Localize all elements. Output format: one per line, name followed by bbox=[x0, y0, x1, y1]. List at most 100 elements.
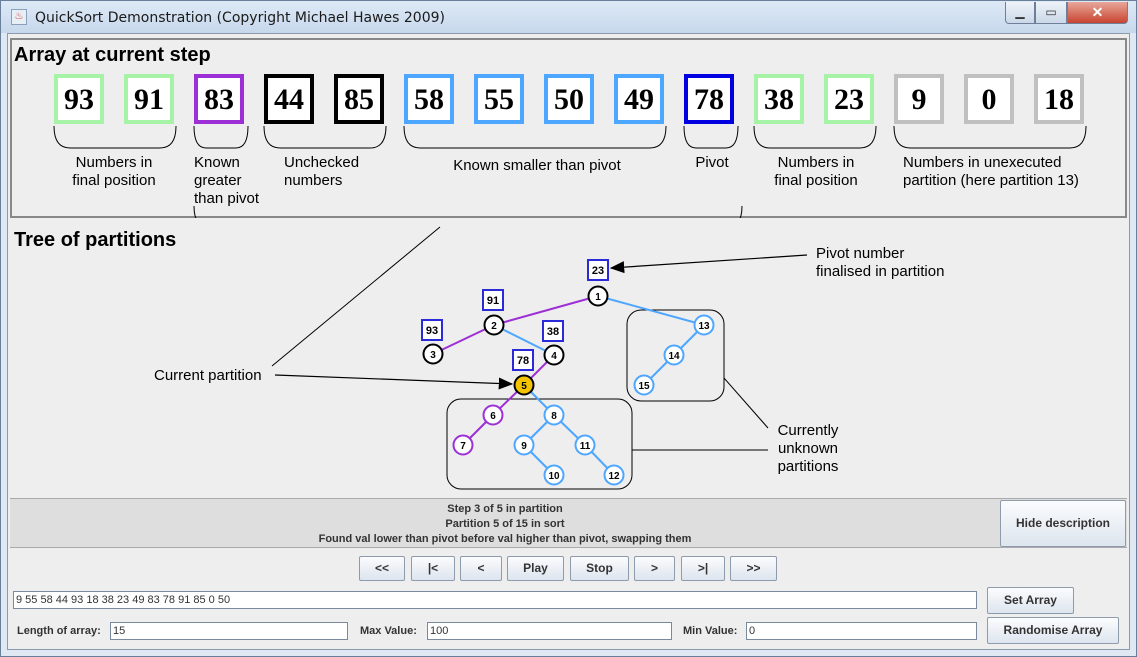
pivot-value-box: 91 bbox=[482, 289, 504, 311]
array-brackets bbox=[53, 125, 1087, 229]
tree-node: 12 bbox=[603, 464, 625, 486]
array-cell: 55 bbox=[474, 74, 524, 124]
minimize-button[interactable]: ▁ bbox=[1005, 2, 1035, 24]
array-cell: 85 bbox=[334, 74, 384, 124]
svg-text:5: 5 bbox=[521, 381, 527, 392]
stop-button[interactable]: Stop bbox=[570, 556, 629, 581]
annotation-pivot-2: finalised in partition bbox=[816, 263, 945, 280]
tree-edge bbox=[432, 324, 495, 355]
close-button[interactable]: ✕ bbox=[1067, 2, 1128, 24]
tree-node: 11 bbox=[574, 434, 596, 456]
svg-text:10: 10 bbox=[548, 471, 560, 482]
annotation-unknown-3: partitions bbox=[777, 458, 839, 475]
pivot-value-box: 93 bbox=[421, 319, 443, 341]
play-button[interactable]: Play bbox=[507, 556, 564, 581]
svg-text:91: 91 bbox=[487, 295, 499, 307]
svg-text:9: 9 bbox=[521, 441, 527, 452]
annotation-pivot-1: Pivot number bbox=[816, 245, 905, 262]
array-cell: 23 bbox=[824, 74, 874, 124]
tree-node: 10 bbox=[543, 464, 565, 486]
label-unexecuted-2: partition (here partition 13) bbox=[903, 172, 1079, 189]
label-unchecked-1: Unchecked bbox=[284, 154, 360, 171]
label-greater-1: Known bbox=[194, 154, 240, 171]
tree-node: 6 bbox=[482, 404, 504, 426]
svg-text:6: 6 bbox=[490, 411, 496, 422]
set-array-button[interactable]: Set Array bbox=[987, 587, 1074, 614]
min-value-field[interactable]: 0 bbox=[746, 622, 977, 640]
tree-node: 1 bbox=[587, 285, 609, 307]
length-label: Length of array: bbox=[17, 625, 101, 637]
label-unexecuted-1: Numbers in unexecuted bbox=[903, 154, 1062, 171]
tree-node: 7 bbox=[452, 434, 474, 456]
hide-description-button[interactable]: Hide description bbox=[1000, 500, 1126, 547]
tree-node: 4 bbox=[543, 344, 565, 366]
label-pivot: Pivot bbox=[695, 154, 729, 171]
unknown-callout-line-1 bbox=[723, 377, 769, 429]
bracket-greater bbox=[193, 125, 249, 149]
array-cell: 38 bbox=[754, 74, 804, 124]
min-value-label: Min Value: bbox=[683, 625, 738, 637]
label-unchecked-2: numbers bbox=[284, 172, 343, 189]
svg-text:14: 14 bbox=[668, 351, 680, 362]
to-start-button[interactable]: |< bbox=[411, 556, 455, 581]
label-greater-2: greater bbox=[194, 172, 242, 189]
svg-text:1: 1 bbox=[595, 292, 601, 303]
label-final-left-1: Numbers in bbox=[75, 154, 153, 171]
label-smaller: Known smaller than pivot bbox=[453, 157, 621, 174]
tree-node: 14 bbox=[663, 344, 685, 366]
svg-text:8: 8 bbox=[551, 411, 557, 422]
svg-text:93: 93 bbox=[426, 325, 438, 337]
pivot-value-box: 78 bbox=[512, 349, 534, 371]
step-forward-button[interactable]: > bbox=[634, 556, 675, 581]
tree-node: 5 bbox=[513, 374, 535, 396]
array-cell: 49 bbox=[614, 74, 664, 124]
description-action: Found val lower than pivot before val hi… bbox=[318, 533, 692, 545]
description-panel: Step 3 of 5 in partition Partition 5 of … bbox=[10, 498, 1127, 548]
array-cell: 0 bbox=[964, 74, 1014, 124]
array-cell: 58 bbox=[404, 74, 454, 124]
annotation-unknown-1: Currently bbox=[777, 422, 839, 439]
label-final-right-1: Numbers in bbox=[777, 154, 855, 171]
pivot-value-box: 23 bbox=[587, 259, 609, 281]
description-partition: Partition 5 of 15 in sort bbox=[445, 518, 565, 530]
bracket-leader-line bbox=[271, 226, 441, 367]
tree-node: 2 bbox=[483, 314, 505, 336]
java-cup-icon[interactable]: ♨ bbox=[11, 9, 27, 25]
array-cell: 93 bbox=[54, 74, 104, 124]
window-title: QuickSort Demonstration (Copyright Micha… bbox=[35, 10, 445, 26]
bracket-unexecuted bbox=[893, 125, 1087, 149]
last-page-button[interactable]: >> bbox=[730, 556, 777, 581]
tree-node: 3 bbox=[422, 343, 444, 365]
label-greater-3: than pivot bbox=[194, 190, 260, 207]
bracket-unchecked bbox=[263, 125, 387, 149]
annotation-unknown-2: unknown bbox=[777, 440, 839, 457]
array-input[interactable]: 9 55 58 44 93 18 38 23 49 83 78 91 85 0 … bbox=[13, 591, 977, 609]
array-heading: Array at current step bbox=[14, 44, 211, 66]
svg-text:11: 11 bbox=[580, 441, 591, 452]
maximize-button[interactable]: ▭ bbox=[1035, 2, 1067, 24]
svg-text:7: 7 bbox=[460, 441, 466, 452]
to-end-button[interactable]: >| bbox=[681, 556, 725, 581]
svg-text:13: 13 bbox=[698, 321, 710, 332]
title-bar[interactable]: ♨ QuickSort Demonstration (Copyright Mic… bbox=[1, 1, 1136, 33]
tree-node: 8 bbox=[543, 404, 565, 426]
array-cell: 50 bbox=[544, 74, 594, 124]
step-back-button[interactable]: < bbox=[460, 556, 502, 581]
length-field[interactable]: 15 bbox=[110, 622, 348, 640]
svg-text:38: 38 bbox=[547, 326, 559, 338]
bracket-final-left bbox=[53, 125, 177, 149]
array-cell: 44 bbox=[264, 74, 314, 124]
bracket-pivot bbox=[683, 125, 739, 149]
array-cell: 83 bbox=[194, 74, 244, 124]
randomise-array-button[interactable]: Randomise Array bbox=[987, 617, 1119, 644]
max-value-field[interactable]: 100 bbox=[427, 622, 672, 640]
pivot-callout-arrow bbox=[609, 254, 808, 274]
array-cell: 18 bbox=[1034, 74, 1084, 124]
bracket-final-right bbox=[753, 125, 877, 149]
tree-node: 13 bbox=[693, 314, 715, 336]
label-final-left-2: final position bbox=[72, 172, 156, 189]
svg-text:78: 78 bbox=[517, 355, 529, 367]
annotation-current-partition: Current partition bbox=[154, 367, 262, 384]
first-page-button[interactable]: << bbox=[359, 556, 405, 581]
